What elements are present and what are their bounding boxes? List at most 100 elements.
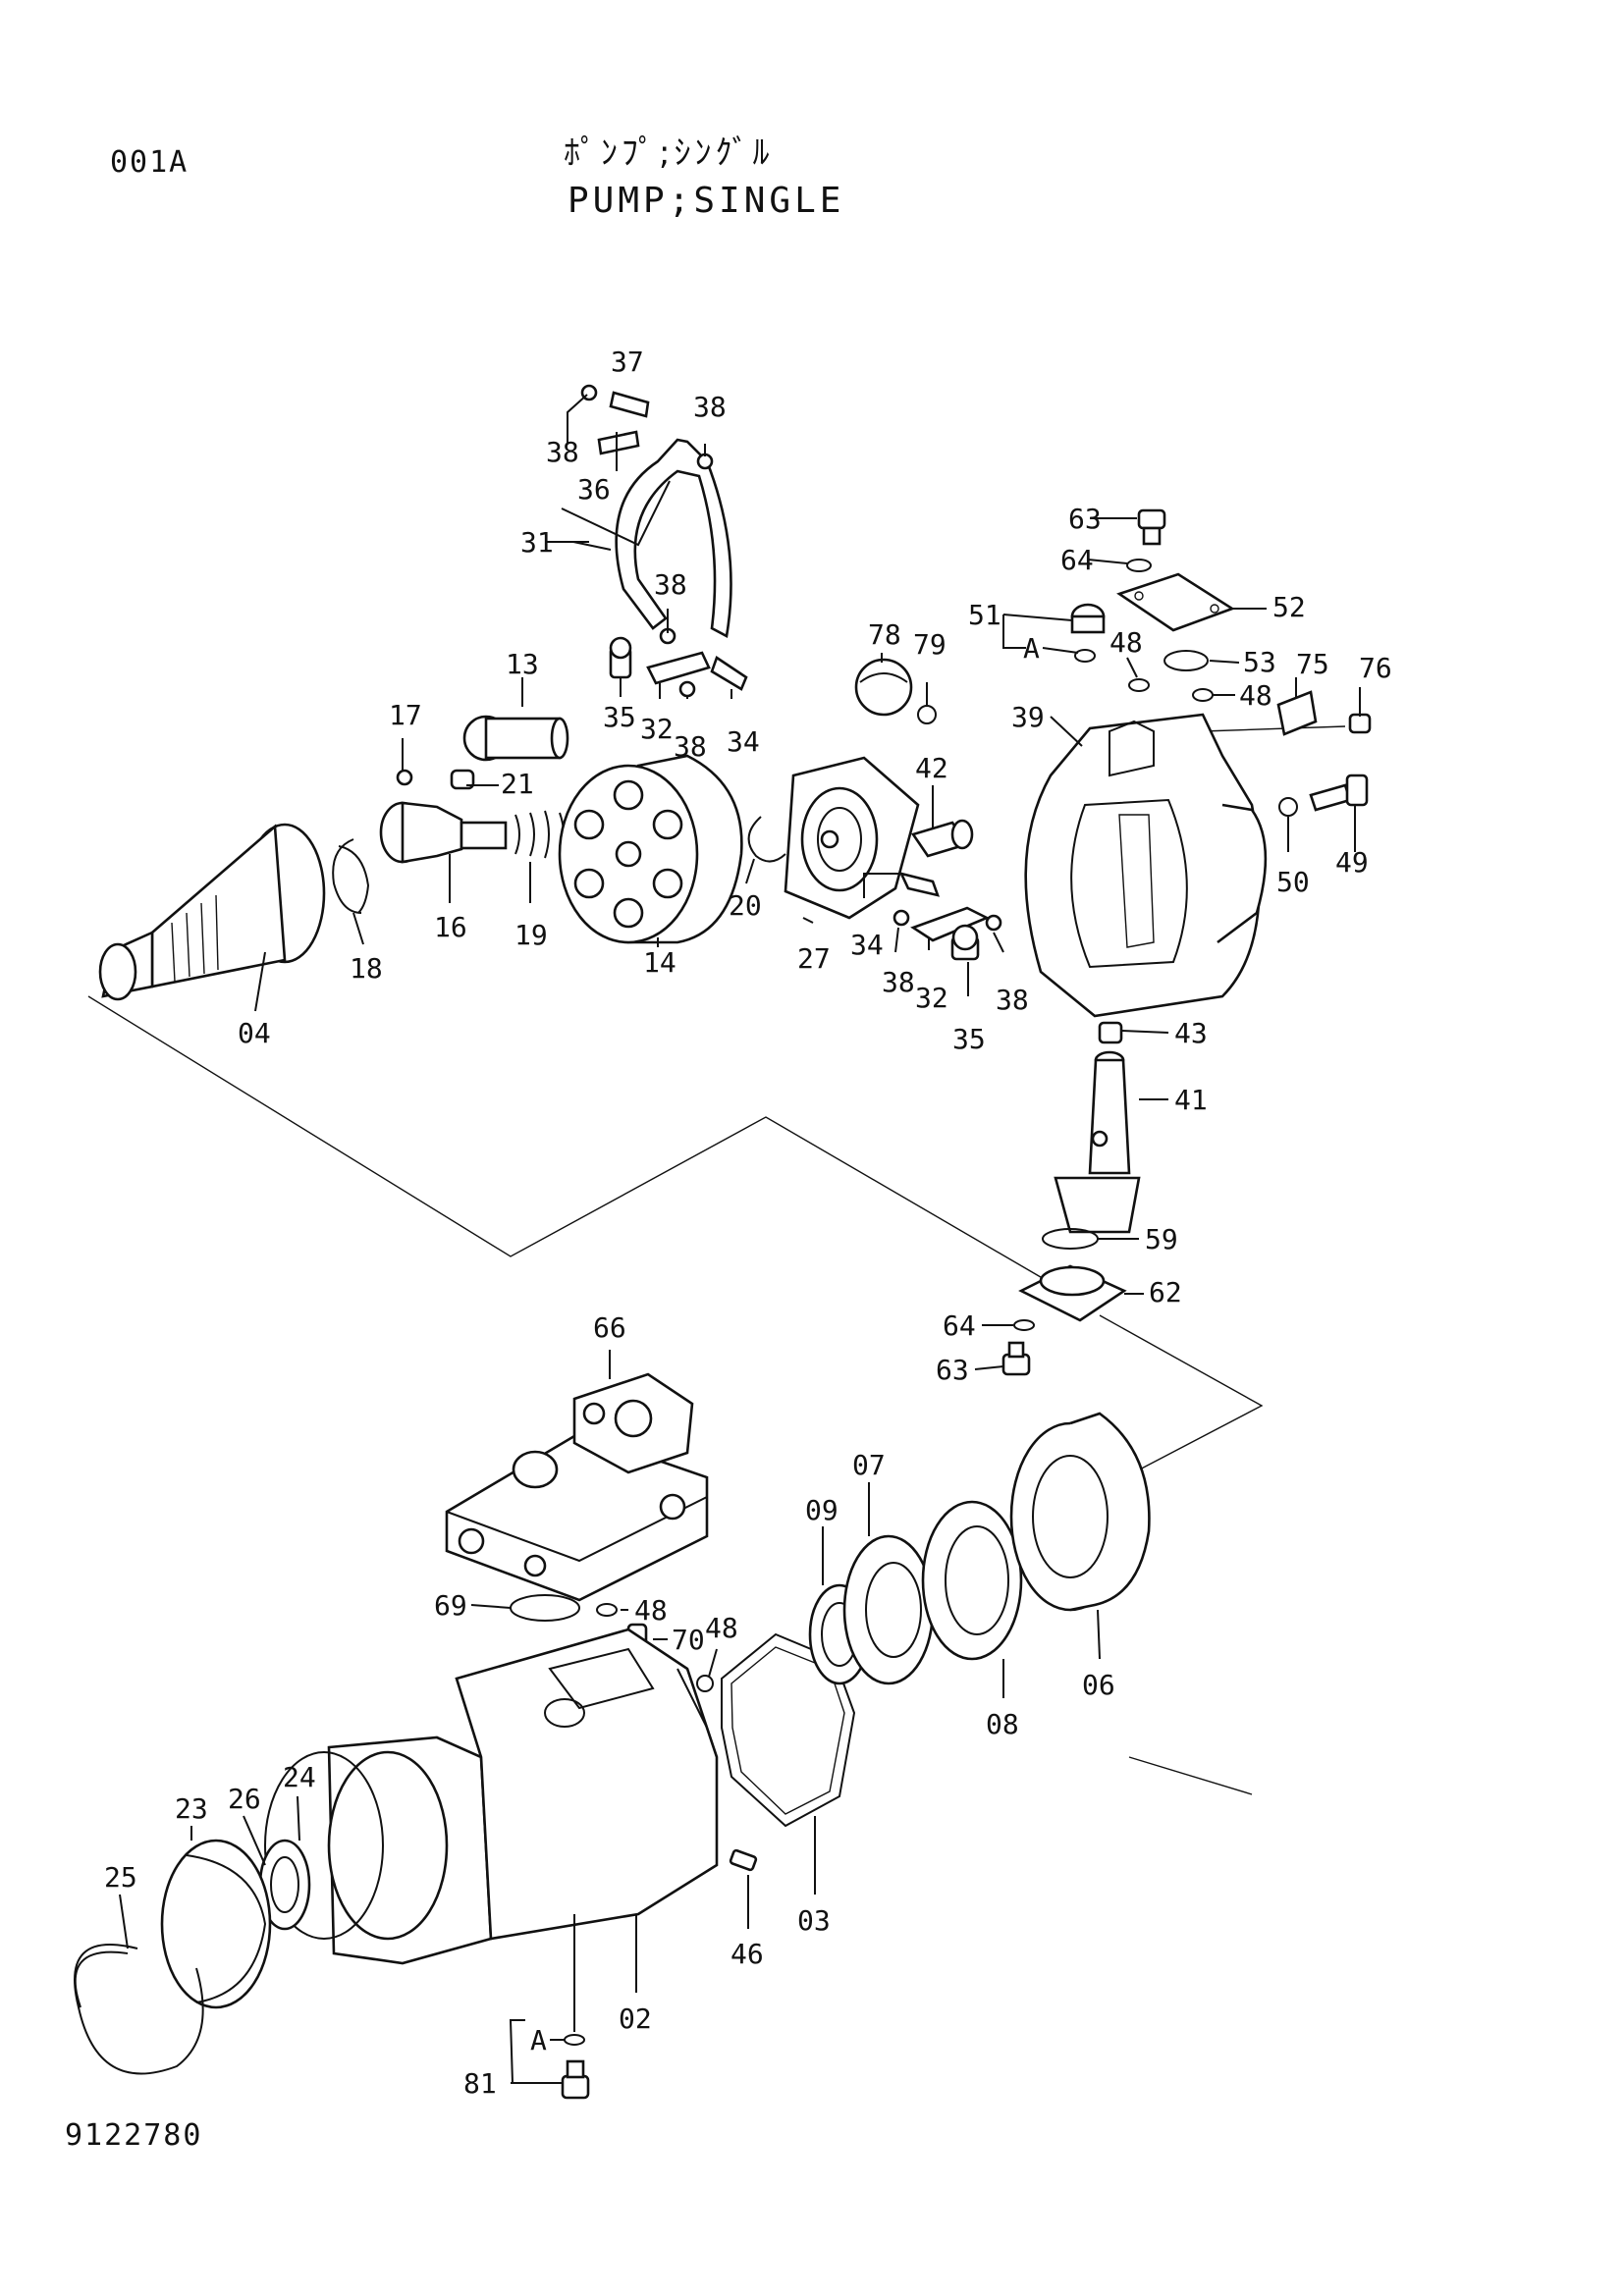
callout-48: 48 (634, 1594, 668, 1627)
part-66-regulator (445, 1372, 709, 1602)
part-38-clips-lower (893, 909, 1002, 932)
part-07-bearing (842, 1534, 935, 1685)
part-35-pin-upper (609, 636, 632, 679)
callout-25: 25 (104, 1861, 137, 1894)
part-63-bolt-lower (1001, 1341, 1031, 1376)
callout-64: 64 (943, 1309, 976, 1342)
part-81-plug (561, 2034, 590, 2100)
part-06-bearing (1009, 1412, 1151, 1612)
part-62-cover (1018, 1264, 1127, 1322)
callout-46: 46 (730, 1938, 764, 1970)
part-51-plug (1070, 603, 1106, 634)
callout-37: 37 (611, 346, 644, 378)
part-79-o-ring (917, 705, 937, 724)
part-39-housing (1024, 713, 1268, 1018)
part-35-pin-lower (950, 924, 980, 961)
callout-labels: 37 38 38 36 31 38 13 35 32 38 34 17 21 1… (104, 346, 1392, 2100)
callout-31: 31 (520, 526, 554, 559)
part-03-gasket (721, 1632, 856, 1828)
callout-38: 38 (882, 966, 915, 998)
callout-18: 18 (350, 952, 383, 985)
part-42-plug (910, 819, 974, 858)
part-32-link-lower (910, 906, 991, 942)
callout-63: 63 (1068, 503, 1102, 535)
part-38-clips-upper (580, 384, 714, 698)
part-34-fitting-lower (898, 872, 941, 897)
part-69-o-ring (510, 1594, 580, 1622)
part-41-spool (1054, 1050, 1141, 1234)
part-32-link-upper (646, 651, 711, 685)
callout-34: 34 (727, 725, 760, 758)
callout-48: 48 (1109, 626, 1143, 659)
part-16-piston (379, 801, 508, 864)
callout-04: 04 (238, 1017, 271, 1049)
part-76-screw (1348, 713, 1372, 734)
callout-48: 48 (705, 1612, 738, 1644)
part-08-retainer (921, 1500, 1023, 1661)
callout-23: 23 (175, 1792, 208, 1825)
callout-27: 27 (797, 942, 831, 975)
callout-62: 62 (1149, 1276, 1182, 1308)
callout-52: 52 (1272, 591, 1306, 623)
part-53-o-ring (1163, 650, 1209, 671)
callout-36: 36 (577, 473, 611, 506)
part-18-snap-ring (332, 838, 370, 914)
title-japanese: ﾎﾟﾝﾌﾟ;ｼﾝｸﾞﾙ (564, 133, 774, 173)
callout-08: 08 (986, 1708, 1019, 1740)
callout-69: 69 (434, 1589, 467, 1622)
callout-51: 51 (968, 599, 1001, 631)
callout-35: 35 (952, 1023, 986, 1055)
part-37-pin (609, 391, 650, 418)
callout-21: 21 (501, 768, 534, 800)
part-48-o-ring-casing (696, 1675, 714, 1692)
part-17-ball (396, 769, 413, 786)
part-34-fitting-upper (710, 655, 748, 691)
part-48-o-ring-mid (596, 1603, 618, 1617)
part-50-washer (1278, 797, 1298, 817)
callout-14: 14 (643, 946, 676, 979)
callout-02: 02 (619, 2002, 652, 2035)
callout-24: 24 (283, 1761, 316, 1793)
callout-A: A (1023, 632, 1040, 665)
callout-07: 07 (852, 1449, 886, 1481)
callout-03: 03 (797, 1904, 831, 1937)
part-78-plug (854, 658, 913, 717)
assembly-guide-lines (87, 725, 1346, 1795)
part-64-washer-lower (1013, 1319, 1035, 1331)
callout-13: 13 (506, 648, 539, 680)
callout-75: 75 (1296, 648, 1329, 680)
part-75-plate (1276, 690, 1318, 736)
part-13-plunger (462, 715, 569, 762)
callout-38: 38 (546, 436, 579, 468)
callout-81: 81 (463, 2067, 497, 2100)
callout-49: 49 (1335, 846, 1369, 879)
callout-38: 38 (654, 568, 687, 601)
callout-78: 78 (868, 618, 901, 651)
callout-42: 42 (915, 752, 948, 784)
part-25-snap-ring (74, 1944, 204, 2075)
title-english: PUMP;SINGLE (568, 181, 845, 221)
callout-32: 32 (640, 713, 674, 745)
part-27-valve-plate (784, 756, 920, 920)
part-46-pin (729, 1848, 758, 1872)
callout-19: 19 (514, 919, 548, 951)
part-14-cylinder-block (558, 754, 743, 944)
leader-lines (119, 394, 1361, 2084)
callout-09: 09 (805, 1494, 839, 1526)
callout-70: 70 (672, 1624, 705, 1656)
part-20-circlip (747, 816, 786, 863)
callout-43: 43 (1174, 1017, 1208, 1049)
callout-79: 79 (913, 628, 947, 661)
part-52-cover (1116, 572, 1235, 632)
callout-48: 48 (1239, 679, 1272, 712)
callout-41: 41 (1174, 1084, 1208, 1116)
part-43-plug (1098, 1021, 1123, 1044)
callout-38: 38 (674, 730, 707, 763)
part-02-pump-casing (327, 1628, 719, 1965)
callout-32: 32 (915, 982, 948, 1014)
callout-34: 34 (850, 929, 884, 961)
callout-35: 35 (603, 701, 636, 733)
part-48-o-rings-upper (1074, 649, 1214, 702)
